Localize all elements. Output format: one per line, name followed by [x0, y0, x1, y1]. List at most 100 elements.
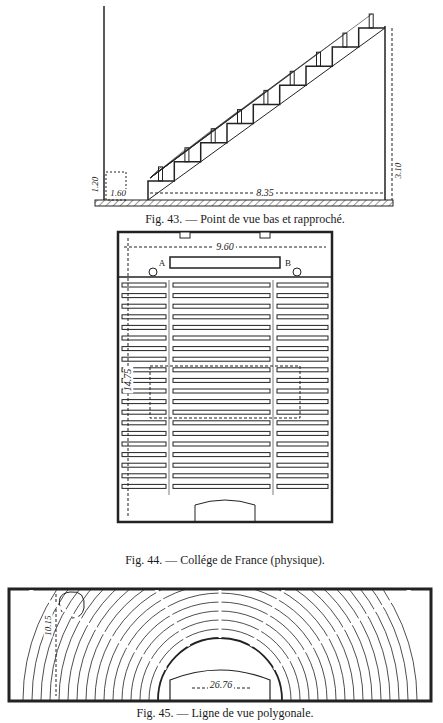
wall-line [103, 6, 105, 200]
bench [277, 389, 328, 393]
bench [277, 378, 328, 382]
bench [122, 294, 166, 298]
slope-line [148, 28, 385, 200]
bench [277, 283, 328, 287]
aisle-line [273, 280, 274, 495]
bench [173, 442, 270, 446]
figure-caption: Fig. 45. — Ligne de vue polygonale. [135, 707, 316, 719]
bench [122, 304, 166, 308]
lecture-platform [170, 670, 270, 700]
bench [173, 357, 270, 361]
bench [122, 421, 166, 425]
lecture-table [170, 257, 280, 268]
spectator-mark [369, 14, 373, 28]
wall-notch [260, 232, 270, 238]
bench [173, 410, 270, 414]
bench [277, 368, 328, 372]
bench [122, 315, 166, 319]
bench [122, 347, 166, 351]
dimension-label: 1.60 [108, 189, 128, 198]
bench [122, 336, 166, 340]
bench [277, 357, 328, 361]
dimension-label: 3.10 [395, 160, 404, 180]
amphitheatre-plan [9, 480, 431, 701]
bench [173, 347, 270, 351]
column [293, 268, 301, 276]
bench [173, 283, 270, 287]
bench [277, 484, 328, 488]
bench [173, 431, 270, 435]
bench [277, 431, 328, 435]
floor [95, 200, 393, 206]
point-label: A [157, 259, 168, 268]
figure-caption: Fig. 44. — Collége de France (physique). [123, 554, 327, 566]
lecture-hall-plan [118, 232, 332, 522]
figure-caption: Fig. 43. — Point de vue bas et rapproché… [143, 213, 347, 225]
sight-line [150, 14, 372, 178]
radial-aisle [30, 590, 167, 669]
bench [173, 325, 270, 329]
dimension-line [392, 28, 393, 200]
door [195, 500, 255, 522]
bench [122, 400, 166, 404]
bench [173, 315, 270, 319]
dimension-label: 14.75 [123, 367, 133, 394]
bench [277, 325, 328, 329]
bench [173, 484, 270, 488]
bench [122, 410, 166, 414]
radial-aisle [251, 590, 330, 646]
bench [122, 357, 166, 361]
bench [173, 474, 270, 478]
bench [122, 431, 166, 435]
bench [277, 336, 328, 340]
bench [122, 463, 166, 467]
seat-row [149, 629, 291, 700]
bench [173, 336, 270, 340]
bench [122, 474, 166, 478]
bench [277, 463, 328, 467]
bench [173, 400, 270, 404]
bench [173, 389, 270, 393]
dimension-label: 10.15 [44, 613, 53, 637]
seat-rows [23, 590, 417, 700]
column [149, 268, 157, 276]
bench [277, 442, 328, 446]
bench [173, 453, 270, 457]
bench [173, 463, 270, 467]
dimension-label: 1.20 [92, 174, 101, 194]
dimension-label: 9.60 [214, 242, 236, 252]
bench [173, 294, 270, 298]
radial-aisle [274, 590, 411, 669]
radial-aisle [219, 590, 222, 638]
bench [122, 484, 166, 488]
bench [173, 304, 270, 308]
back-wall [384, 26, 386, 200]
stepped-seating [148, 28, 385, 200]
bench [277, 410, 328, 414]
bench [277, 421, 328, 425]
bench [173, 368, 270, 372]
seat-row [158, 638, 282, 700]
bench [122, 283, 166, 287]
bench [277, 347, 328, 351]
bench [277, 453, 328, 457]
dimension-label: 8.35 [254, 188, 276, 198]
bench [173, 378, 270, 382]
wall-notch [180, 232, 190, 238]
point-label: B [283, 259, 293, 268]
bench [122, 453, 166, 457]
bench [122, 325, 166, 329]
bench [277, 304, 328, 308]
aisle-line [169, 280, 170, 495]
bench [277, 315, 328, 319]
hall-wall [118, 232, 332, 522]
rail-line [119, 276, 331, 278]
bench [122, 442, 166, 446]
bench [277, 474, 328, 478]
dimension-label: 26.76 [208, 680, 235, 690]
radial-aisle [110, 590, 189, 646]
bench [277, 400, 328, 404]
seating-section [95, 6, 393, 206]
